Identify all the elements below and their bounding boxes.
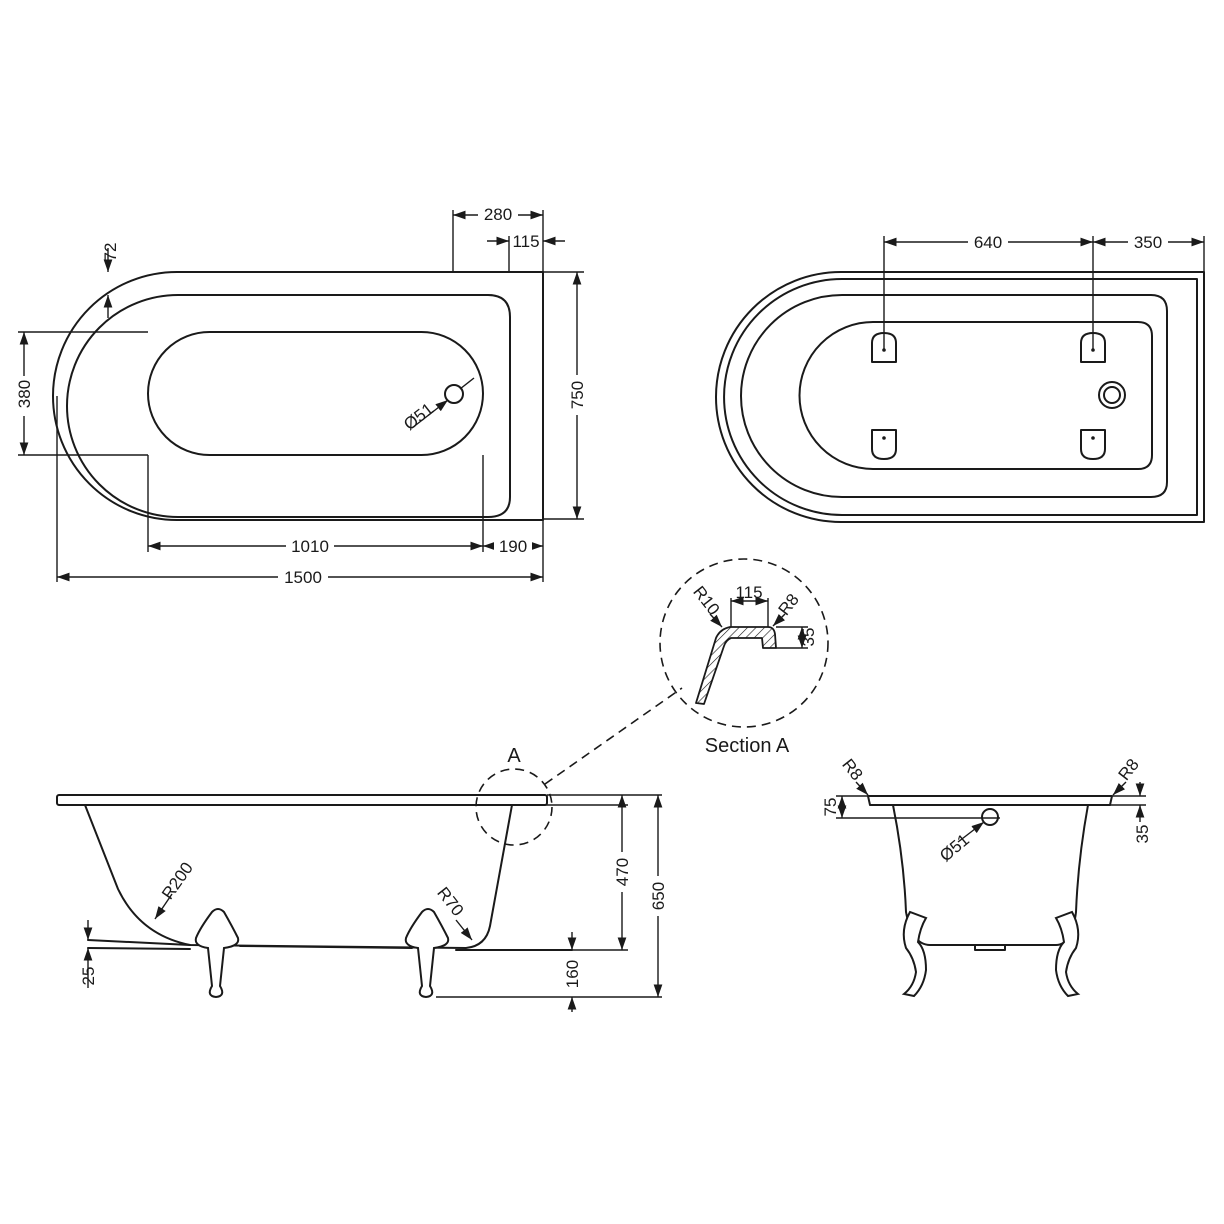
foot-pad-bottom-left <box>871 429 897 460</box>
section-a-detail-circle <box>659 558 829 728</box>
dim-190: 190 <box>499 537 527 556</box>
dim-r10-section: R10 <box>689 582 723 618</box>
dim-r8-end-right: R8 <box>1114 755 1142 784</box>
claw-foot-right <box>404 908 450 999</box>
section-a-title: Section A <box>705 735 790 757</box>
dim-280: 280 <box>484 205 512 224</box>
dim-750: 750 <box>568 381 587 409</box>
dim-650: 650 <box>649 882 668 910</box>
plan-inner-rim <box>66 294 511 518</box>
side-bath-body <box>84 804 513 949</box>
plan-outer-rim <box>52 271 544 521</box>
claw-foot-left <box>194 908 240 999</box>
underside-waste <box>1098 381 1126 409</box>
underside-view: 640 350 <box>715 232 1205 523</box>
section-a-leader <box>544 687 683 785</box>
dim-35-section: 35 <box>799 628 818 647</box>
end-foot-right <box>1054 910 1081 998</box>
dim-25: 25 <box>79 967 98 986</box>
underside-inner-rim <box>740 294 1168 498</box>
dim-1010: 1010 <box>291 537 329 556</box>
dim-640: 640 <box>974 233 1002 252</box>
plan-waste-hole <box>444 384 464 404</box>
section-a-marker-label: A <box>507 745 521 767</box>
underside-rim-edge <box>723 278 1198 516</box>
underside-basin <box>798 321 1153 470</box>
dim-350: 350 <box>1134 233 1162 252</box>
dim-75: 75 <box>821 798 840 817</box>
section-a-detail: 115 R10 R8 35 Section A <box>659 558 829 757</box>
dim-35-end: 35 <box>1133 825 1152 844</box>
dim-diameter-51-plan: Ø51 <box>400 399 437 434</box>
end-elevation: R8 R8 75 35 Ø51 <box>821 755 1152 998</box>
end-rim <box>867 795 1113 806</box>
dim-r8-section: R8 <box>774 590 802 619</box>
dim-115-section: 115 <box>735 583 762 602</box>
plan-basin <box>147 331 484 456</box>
dim-r70: R70 <box>433 883 467 919</box>
dim-72: 72 <box>101 243 120 262</box>
end-foot-left <box>901 910 928 998</box>
underside-outer-rim <box>715 271 1205 523</box>
section-a-profile <box>695 626 777 705</box>
side-rim <box>56 794 548 806</box>
dim-r8-end-left: R8 <box>838 755 866 784</box>
dim-115-top: 115 <box>512 232 539 251</box>
dim-160: 160 <box>563 960 582 988</box>
end-waste-hole <box>981 808 999 826</box>
section-a-marker-circle <box>475 768 553 846</box>
dim-1500: 1500 <box>284 568 322 587</box>
plan-view: 280 115 72 380 750 Ø51 1010 190 1500 <box>14 203 587 587</box>
dim-470: 470 <box>613 858 632 886</box>
side-elevation: A 470 650 160 25 R200 R70 <box>56 687 683 1012</box>
dim-380: 380 <box>15 380 34 408</box>
foot-pad-bottom-right <box>1080 429 1106 460</box>
dim-r200: R200 <box>158 859 197 903</box>
